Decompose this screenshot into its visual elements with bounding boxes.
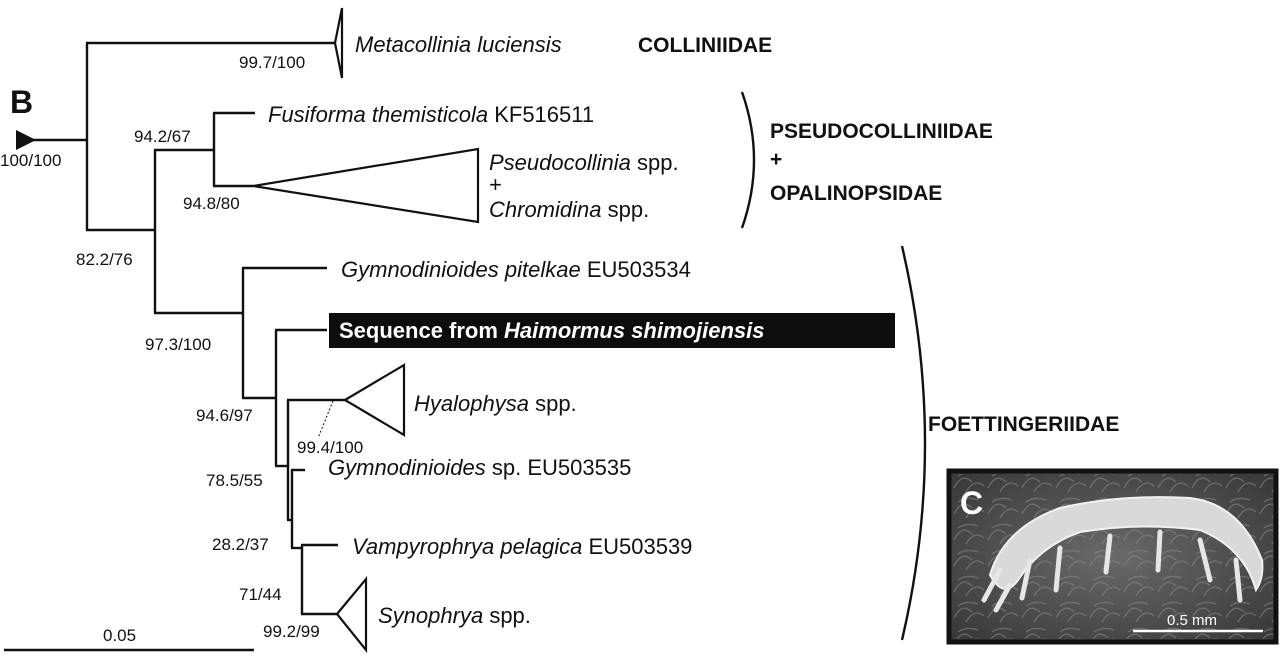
support-foett-node: 97.3/100 [145,335,211,354]
clade-triangle-hyalophysa [342,363,406,437]
scale-bar-label: 0.05 [103,626,136,645]
support-root: 100/100 [0,151,61,170]
clade-triangle-metacollinia [333,7,344,79]
photo-scale-label: 0.5 mm [1167,612,1217,629]
support-pointer-hyalophysa [317,400,334,439]
taxon-synophrya: Synophrya spp. [378,603,531,628]
support-pseudo-family: 82.2/76 [76,250,133,269]
support-metacollinia: 99.7/100 [239,53,305,72]
clade-triangle-synophrya [335,575,368,654]
taxon-gymno-pitelkae: Gymnodinioides pitelkae EU503534 [341,257,691,282]
highlight-box-haimormus [329,313,895,348]
taxon-plus: + [489,172,502,197]
support-vampy-node: 28.2/37 [212,535,269,554]
panel-label-c: C [960,485,983,521]
bracket-foettingeriidae [900,245,927,641]
taxon-gymno-sp: Gymnodinioides sp. EU503535 [328,455,631,480]
family-plus: + [770,148,782,171]
amphipod-image [981,496,1264,613]
support-gymno-sp-node: 78.5/55 [206,471,263,490]
taxon-haimormus: Sequence from Haimormus shimojiensis [339,318,764,343]
panel-label-b: B [10,84,33,120]
taxon-vampyrophrya: Vampyrophrya pelagica EU503539 [352,534,692,559]
family-opalinopsidae: OPALINOPSIDAE [770,182,942,205]
support-haimormus-node: 94.6/97 [196,406,253,425]
root-arrow [16,130,36,150]
family-foettingeriidae: FOETTINGERIIDAE [928,413,1119,436]
support-syno-node: 71/44 [239,585,282,604]
taxon-chromidina: Chromidina spp. [489,197,649,222]
family-colliniidae: COLLINIIDAE [638,34,772,57]
support-synophrya: 99.2/99 [263,622,320,641]
bracket-pseudocolliniidae [740,91,756,229]
support-fusiforma-node: 94.2/67 [134,127,191,146]
photo-panel-c: C 0.5 mm [946,468,1279,645]
family-pseudocolliniidae: PSEUDOCOLLINIIDAE [770,120,993,143]
taxon-fusiforma: Fusiforma themisticola KF516511 [268,102,594,127]
taxon-pseudocollinia: Pseudocollinia spp. [489,150,679,175]
taxon-hyalophysa: Hyalophysa spp. [414,391,577,416]
clade-triangle-pseudocollinia [252,147,480,224]
support-hyalophysa: 99.4/100 [297,438,363,457]
support-pseudo-node: 94.8/80 [183,194,240,213]
taxon-metacollinia: Metacollinia luciensis [355,32,562,57]
